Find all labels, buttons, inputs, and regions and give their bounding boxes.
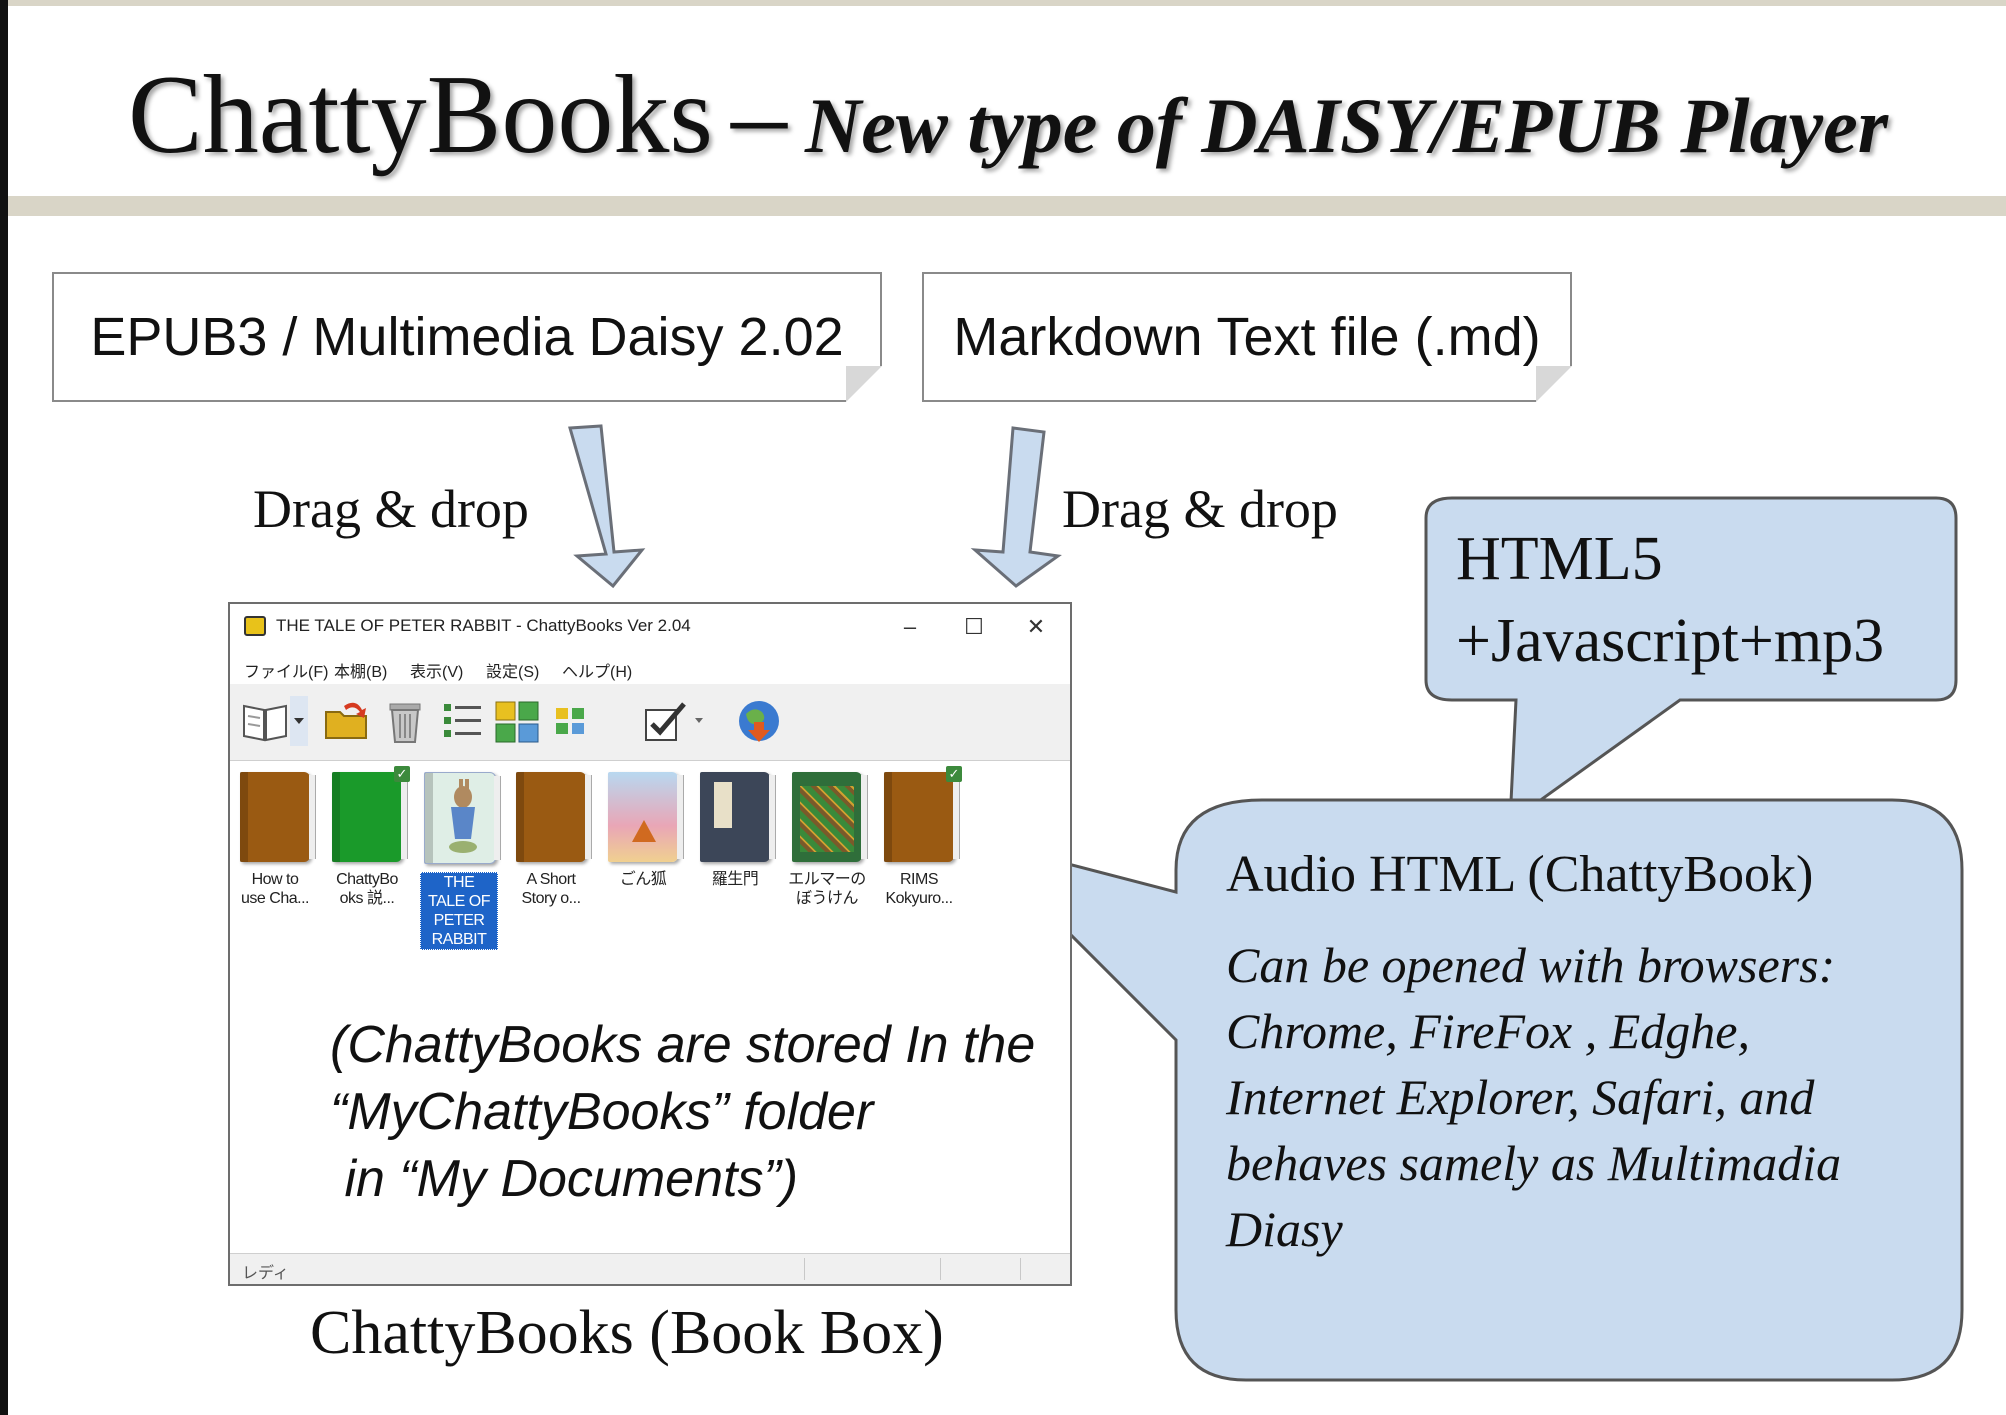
status-divider: [940, 1258, 941, 1280]
menu-bookshelf[interactable]: 本棚(B): [334, 664, 388, 681]
book-item-rashomon[interactable]: 羅生門: [696, 772, 776, 889]
status-text: レディ: [242, 1265, 289, 1282]
javascript-mp3-line: +Javascript+mp3: [1456, 607, 1885, 675]
chattybooks-app-window: THE TALE OF PETER RABBIT - ChattyBooks V…: [228, 602, 1072, 1286]
app-logo-icon: [244, 616, 266, 636]
book-cover: [516, 772, 592, 862]
close-button[interactable]: ✕: [1026, 614, 1046, 639]
html5-bubble-text: HTML5 +Javascript+mp3: [1456, 518, 1884, 682]
browser-line-3: Internet Explorer, Safari, and: [1226, 1069, 1815, 1125]
app-menubar: ファイル(F) 本棚(B) 表示(V) 設定(S) ヘルプ(H): [230, 652, 1070, 684]
minimize-button[interactable]: –: [903, 614, 917, 639]
epub-input-box: EPUB3 / Multimedia Daisy 2.02: [52, 272, 882, 402]
book-cover: ✓: [332, 766, 410, 862]
edit-dropdown-arrow-icon[interactable]: [692, 696, 706, 746]
storage-note-line-2: “MyChattyBooks” folder: [330, 1083, 874, 1141]
left-border-line: [0, 0, 8, 1415]
book-label: エルマーのぼうけん: [788, 871, 866, 907]
book-item-elmer[interactable]: エルマーのぼうけん: [788, 772, 868, 908]
open-folder-icon[interactable]: [322, 696, 372, 746]
storage-note-line-3: in “My Documents”): [330, 1150, 799, 1208]
speech-bubble-audio-html: [971, 798, 1964, 1382]
audio-html-heading: Audio HTML (ChattyBook): [1226, 846, 1814, 903]
browser-line-2: Chrome, FireFox , Edghe,: [1226, 1003, 1750, 1059]
large-icons-view-icon[interactable]: [492, 696, 542, 746]
open-book-icon[interactable]: [240, 696, 290, 746]
title-main: ChattyBooks: [128, 53, 713, 177]
app-toolbar: [230, 684, 1070, 761]
storage-note-line-1: (ChattyBooks are stored In the: [330, 1016, 1036, 1074]
markdown-input-box: Markdown Text file (.md): [922, 272, 1572, 402]
app-statusbar: レディ: [230, 1253, 1070, 1284]
dropdown-arrow-icon[interactable]: [290, 696, 308, 746]
fox-illustration-icon: [632, 820, 656, 842]
book-box-caption: ChattyBooks (Book Box): [310, 1299, 944, 1367]
audio-html-bubble-text: Audio HTML (ChattyBook) Can be opened wi…: [1226, 840, 1841, 1262]
title-dash: –: [730, 53, 787, 177]
globe-download-icon[interactable]: [734, 696, 784, 746]
app-window-title: THE TALE OF PETER RABBIT - ChattyBooks V…: [276, 616, 691, 635]
epub-input-label: EPUB3 / Multimedia Daisy 2.02: [90, 307, 844, 367]
rabbit-illustration-icon: [449, 779, 477, 853]
top-accent-bar: [0, 0, 2006, 6]
maximize-button[interactable]: ☐: [964, 614, 984, 639]
drag-arrow-left: [568, 424, 646, 589]
menu-file[interactable]: ファイル(F): [244, 664, 329, 681]
menu-help[interactable]: ヘルプ(H): [562, 664, 633, 681]
status-divider: [804, 1258, 805, 1280]
drag-drop-label-right: Drag & drop: [1062, 479, 1338, 539]
title-subtitle: New type of DAISY/EPUB Player: [804, 82, 1889, 169]
html5-line: HTML5: [1456, 525, 1663, 593]
trash-icon[interactable]: [380, 696, 430, 746]
cover-art-icon: [800, 786, 854, 852]
menu-settings[interactable]: 設定(S): [486, 664, 540, 681]
list-view-icon[interactable]: [438, 696, 488, 746]
book-label: ごん狐: [619, 871, 667, 888]
book-cover: [424, 772, 501, 864]
book-cover: [608, 772, 684, 862]
slide-title: ChattyBooks–New type of DAISY/EPUB Playe…: [128, 40, 1988, 190]
book-cover: [792, 772, 868, 862]
status-divider: [1020, 1258, 1021, 1280]
book-cover: [700, 772, 776, 862]
check-badge-icon: ✓: [946, 766, 962, 782]
storage-note: (ChattyBooks are stored In the “MyChatty…: [330, 1012, 1050, 1213]
browser-line-1: Can be opened with browsers:: [1226, 937, 1836, 993]
book-label: 羅生門: [711, 871, 759, 888]
check-badge-icon: ✓: [394, 766, 410, 782]
markdown-input-label: Markdown Text file (.md): [953, 307, 1541, 367]
book-cover: ✓: [884, 766, 962, 862]
book-item-gongitsune[interactable]: ごん狐: [604, 772, 684, 889]
page-fold-corner: [846, 366, 882, 402]
speech-bubble-html5: [1424, 496, 1958, 826]
page-fold-corner: [1536, 366, 1572, 402]
small-icons-view-icon[interactable]: [546, 696, 596, 746]
app-titlebar: THE TALE OF PETER RABBIT - ChattyBooks V…: [230, 604, 1070, 650]
menu-view[interactable]: 表示(V): [410, 664, 464, 681]
browser-line-5: Diasy: [1226, 1201, 1343, 1257]
title-underline-bar: [0, 196, 2006, 216]
title-plate-icon: [714, 782, 732, 828]
book-cover: [240, 772, 316, 862]
drag-drop-label-left: Drag & drop: [253, 479, 529, 539]
drag-arrow-right: [970, 426, 1062, 588]
browser-line-4: behaves samely as Multimadia: [1226, 1135, 1842, 1191]
edit-check-icon[interactable]: [640, 696, 690, 746]
